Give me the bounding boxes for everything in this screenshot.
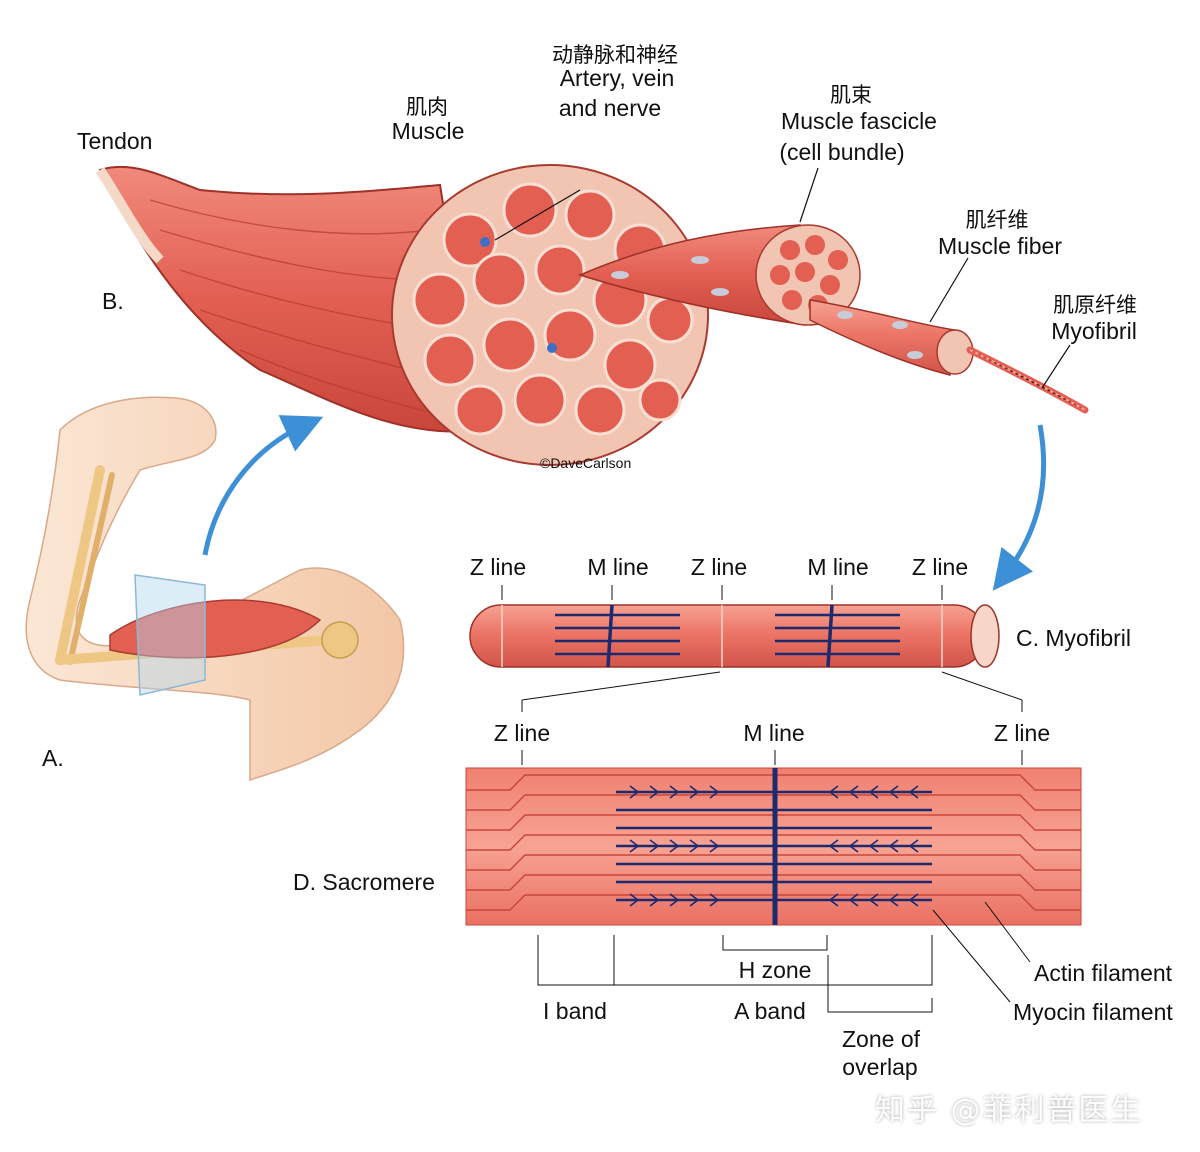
artery-vein-nerve-label-en-1: Artery, vein — [559, 65, 675, 91]
z-line-label-d2: Z line — [993, 720, 1051, 746]
watermark: 知乎 @菲利普医生 — [875, 1093, 1143, 1128]
panel-a-label: A. — [42, 745, 64, 771]
m-line-label-c2: M line — [807, 554, 869, 580]
tendon-label: Tendon — [77, 128, 153, 154]
h-zone-label: H zone — [738, 957, 812, 983]
zone-overlap-label-1: Zone of — [842, 1026, 920, 1052]
panel-b-label: B. — [102, 288, 124, 314]
fascicle — [577, 167, 861, 326]
sarcomere-diagram — [465, 750, 1082, 1013]
z-line-label-c3: Z line — [911, 554, 969, 580]
fascicle-label-cn: 肌束 — [830, 83, 872, 107]
fascicle-label-en-1: Muscle fascicle — [781, 108, 937, 134]
artery-vein-nerve-label-cn: 动静脉和神经 — [552, 43, 678, 67]
a-band-label: A band — [734, 998, 806, 1024]
muscle-cross-section — [95, 164, 709, 466]
copyright-text: ©DaveCarlson — [540, 455, 632, 471]
myosin-filament-label: Myocin filament — [1013, 999, 1173, 1025]
myofibril-label-cn: 肌原纤维 — [1053, 293, 1137, 317]
z-line-label-c1: Z line — [469, 554, 527, 580]
zone-overlap-label-2: overlap — [842, 1054, 918, 1080]
m-line-label-c1: M line — [587, 554, 649, 580]
z-line-label-c2: Z line — [690, 554, 748, 580]
myofibril-label-en: Myofibril — [1051, 318, 1137, 344]
myofibril-strand — [966, 344, 1089, 591]
muscle-label-cn: 肌肉 — [406, 95, 448, 119]
artery-vein-nerve-label-en-2: and nerve — [558, 95, 662, 121]
panel-d-label: D. Sacromere — [293, 869, 435, 895]
muscle-label-en: Muscle — [391, 118, 465, 144]
fiber-label-en: Muscle fiber — [938, 233, 1062, 259]
actin-filament-label: Actin filament — [1034, 960, 1173, 986]
myofibril-diagram — [469, 585, 1023, 712]
fiber-label-cn: 肌纤维 — [965, 208, 1029, 232]
panel-c-label: C. Myofibril — [1016, 625, 1132, 651]
fascicle-label-en-2: (cell bundle) — [779, 139, 905, 165]
z-line-label-d1: Z line — [493, 720, 551, 746]
arm-illustration — [25, 396, 405, 782]
i-band-label: I band — [543, 998, 607, 1024]
m-line-label-d: M line — [743, 720, 805, 746]
